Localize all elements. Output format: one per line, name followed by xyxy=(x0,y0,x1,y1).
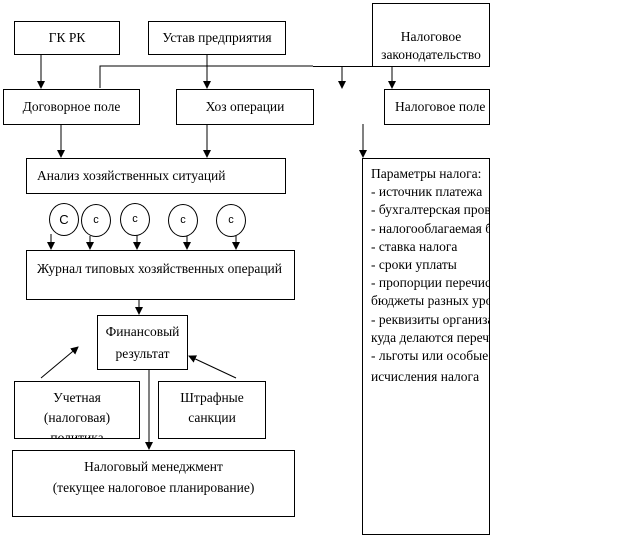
params-line: бюджеты разных уровней xyxy=(371,293,489,309)
params-line: - реквизиты организаций, xyxy=(371,311,489,327)
ustav-label: Устав предприятия xyxy=(162,30,272,45)
params-line: - пропорции перечисления в xyxy=(371,275,489,291)
journal-label: Журнал типовых хозяйственных операций xyxy=(37,261,283,276)
tax-management-line: Налоговый менеджмент xyxy=(84,459,223,474)
fin-result-line: Финансовый xyxy=(105,324,180,339)
financial-result-box: Финансовый результат xyxy=(97,315,188,370)
params-line: - источник платежа xyxy=(371,184,483,200)
situation-circle: с xyxy=(216,204,246,237)
tax-law-line: Налоговое xyxy=(400,29,462,44)
tax-params-box: Параметры налога: - источник платежа - б… xyxy=(362,158,490,535)
params-title: Параметры налога: xyxy=(371,166,482,181)
tax-field-label: Налоговое поле xyxy=(395,99,486,114)
params-line: - налогооблагаемая база xyxy=(371,220,489,236)
policy-line: (налоговая) xyxy=(43,410,111,425)
tax-management-box: Налоговый менеджмент (текущее налоговое … xyxy=(12,450,295,517)
accounting-policy-box: Учетная (налоговая) политика xyxy=(14,381,140,439)
gk-rk-box: ГК РК xyxy=(14,21,120,55)
situation-circle: с xyxy=(168,204,198,237)
analysis-box: Анализ хозяйственных ситуаций xyxy=(26,158,286,194)
params-line: - льготы или особые условия xyxy=(371,348,489,364)
tax-law-bus-segment xyxy=(313,66,373,67)
analysis-label: Анализ хозяйственных ситуаций xyxy=(37,168,226,183)
situation-circle: с xyxy=(81,204,111,237)
operations-box: Хоз операции xyxy=(176,89,314,125)
journal-box: Журнал типовых хозяйственных операций xyxy=(26,250,295,300)
contract-field-box: Договорное поле xyxy=(3,89,140,125)
policy-line: политика xyxy=(50,430,104,439)
fin-result-line: результат xyxy=(115,346,170,361)
contract-field-label: Договорное поле xyxy=(22,99,121,114)
tax-law-bus xyxy=(99,65,313,88)
tax-law-box: Налоговое законодательство xyxy=(372,3,490,67)
penalties-line: Штрафные xyxy=(180,390,244,405)
penalties-line: санкции xyxy=(188,410,236,425)
params-line: куда делаются перечисления xyxy=(371,329,490,345)
gk-label: ГК РК xyxy=(48,30,86,45)
params-line: - бухгалтерская проводка xyxy=(371,202,490,218)
penalties-box: Штрафные санкции xyxy=(158,381,266,439)
params-line: - ставка налога xyxy=(371,238,458,254)
policy-line: Учетная xyxy=(53,390,101,405)
tax-management-line: (текущее налоговое планирование) xyxy=(52,480,255,495)
params-line: исчисления налога xyxy=(371,369,480,385)
params-line: - сроки уплаты xyxy=(371,257,457,273)
ustav-box: Устав предприятия xyxy=(148,21,286,55)
situation-circle: с xyxy=(120,203,150,236)
situation-circle: С xyxy=(49,203,79,236)
tax-field-box: Налоговое поле xyxy=(384,89,490,125)
tax-law-line: законодательство xyxy=(381,47,481,62)
operations-label: Хоз операции xyxy=(205,99,285,114)
